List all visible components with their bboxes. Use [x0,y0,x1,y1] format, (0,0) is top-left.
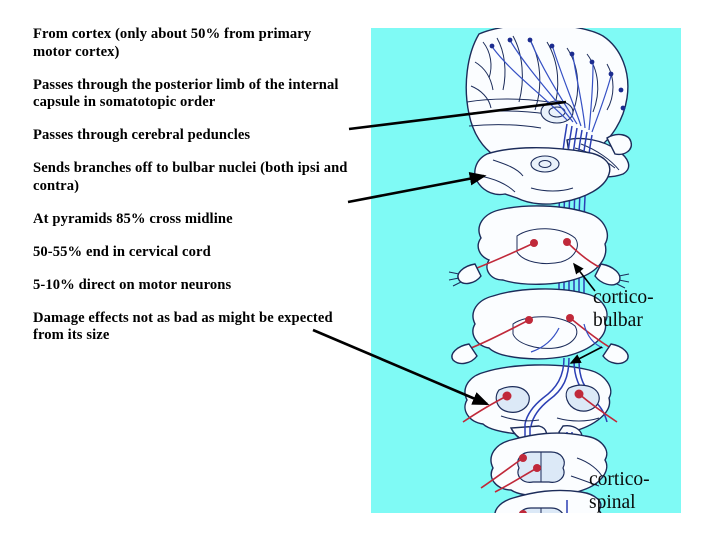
section-midbrain-peduncle [474,147,611,205]
panel-pointer-arrows [569,262,603,364]
bullet-item-4: Sends branches off to bulbar nuclei (bot… [33,160,348,194]
bullet-item-5: At pyramids 85% cross midline [33,210,233,227]
bullet-item-7: 5-10% direct on motor neurons [33,276,232,293]
bullet-item-2: Passes through the posterior limb of the… [33,76,339,111]
bullet-item-1: From cortex (only about 50% from primary… [33,26,312,60]
label-cortico-bulbar: cortico- bulbar [593,287,654,331]
corticospinal-tract-figure: .tis { fill:#fbfdff; stroke:#1c2c5a; str… [371,28,681,513]
section-cervical-cord [480,424,608,500]
section-lumbar-cord [494,489,602,513]
bullet-list: From cortex (only about 50% from primary… [33,26,351,345]
bullet-item-6: 50-55% end in cervical cord [33,243,211,260]
corticobulbar-lower-pointer [569,346,603,364]
bullet-item-3: Passes through cerebral peduncles [33,127,251,143]
bullet-item-8: Damage effects not as bad as might be ex… [33,309,333,344]
corticobulbar-upper-pointer [573,262,596,292]
label-cortico-spinal: cortico- spinal [589,469,650,513]
